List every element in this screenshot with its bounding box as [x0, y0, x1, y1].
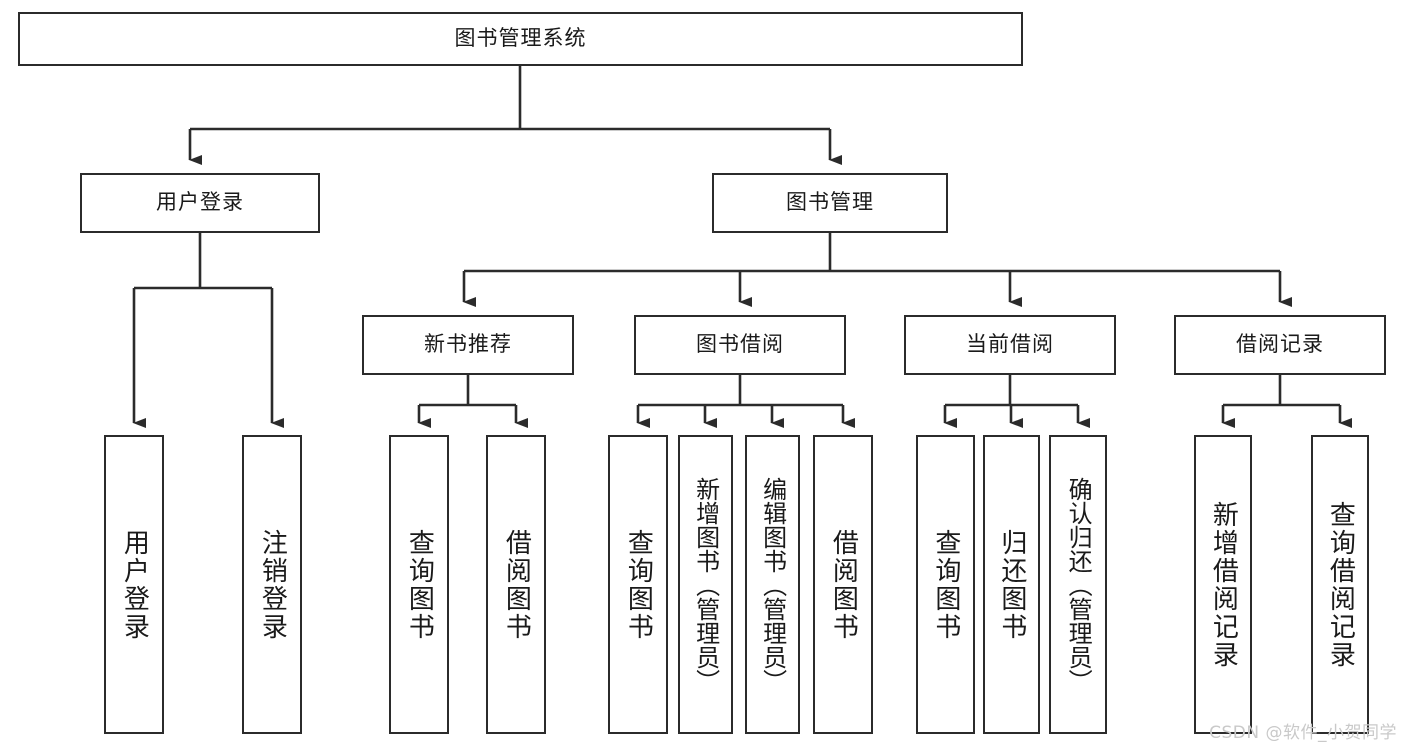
csdn-watermark: CSDN @软件_小贺同学 [1209, 723, 1397, 743]
leaf-query-book-borrow[interactable]: 查询图书 [608, 435, 668, 734]
node-current-borrow[interactable]: 当前借阅 [904, 315, 1116, 375]
leaf-add-book-admin[interactable]: 新增图书（管理员） [678, 435, 733, 734]
leaf-query-book-recommend[interactable]: 查询图书 [389, 435, 449, 734]
node-book-manage[interactable]: 图书管理 [712, 173, 948, 233]
leaf-return-book[interactable]: 归还图书 [983, 435, 1040, 734]
node-borrow-record[interactable]: 借阅记录 [1174, 315, 1386, 375]
leaf-edit-book-admin[interactable]: 编辑图书（管理员） [745, 435, 800, 734]
node-new-book-rec[interactable]: 新书推荐 [362, 315, 574, 375]
leaf-confirm-return-admin[interactable]: 确认归还（管理员） [1049, 435, 1107, 734]
node-user-login[interactable]: 用户登录 [80, 173, 320, 233]
leaf-logout-login[interactable]: 注销登录 [242, 435, 302, 734]
leaf-borrow-book-recommend[interactable]: 借阅图书 [486, 435, 546, 734]
leaf-user-login[interactable]: 用户登录 [104, 435, 164, 734]
node-root[interactable]: 图书管理系统 [18, 12, 1023, 66]
leaf-add-borrow-record[interactable]: 新增借阅记录 [1194, 435, 1252, 734]
leaf-borrow-book[interactable]: 借阅图书 [813, 435, 873, 734]
leaf-query-book-current[interactable]: 查询图书 [916, 435, 975, 734]
leaf-query-borrow-record[interactable]: 查询借阅记录 [1311, 435, 1369, 734]
node-book-borrow[interactable]: 图书借阅 [634, 315, 846, 375]
